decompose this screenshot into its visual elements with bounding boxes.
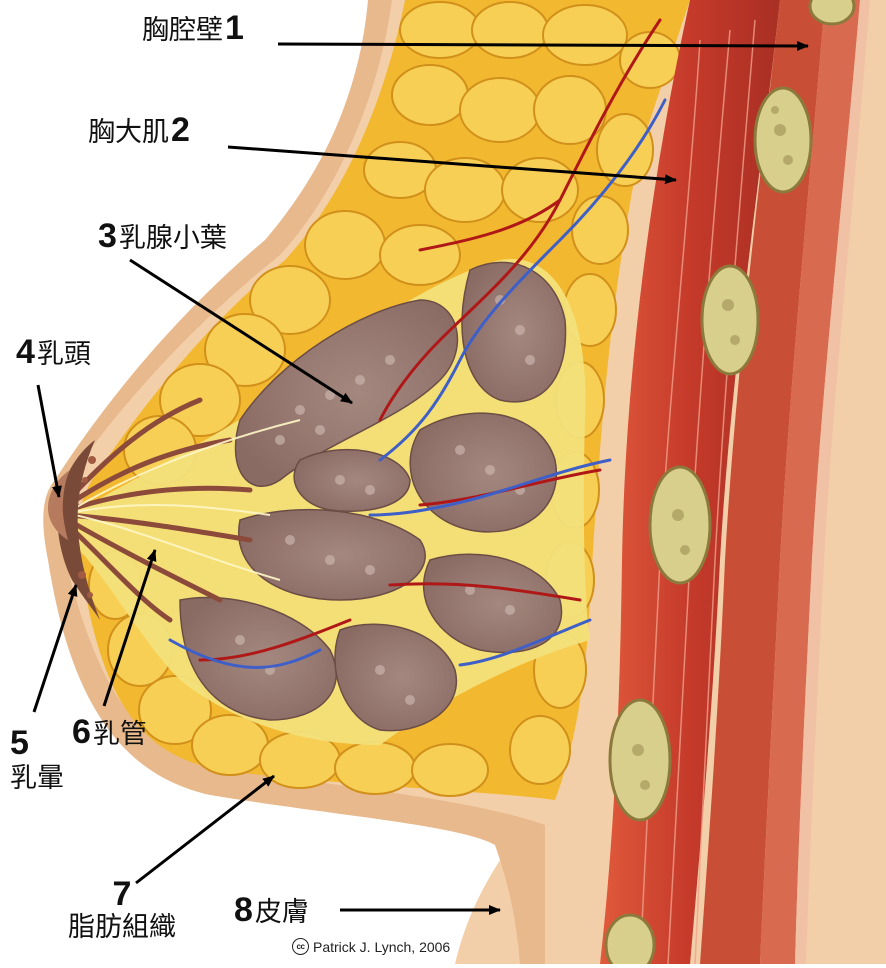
credit-text: Patrick J. Lynch, 2006 (313, 938, 451, 955)
arrow-2 (227, 145, 677, 185)
label-areola: 5 乳暈 (10, 724, 64, 794)
arrow-5 (32, 584, 78, 713)
creative-commons-icon: cc (292, 938, 309, 955)
label-fat-text: 脂肪組織 (68, 912, 176, 944)
arrow-6 (102, 549, 157, 707)
label-lobules: 3 乳腺小葉 (98, 216, 227, 256)
areola (57, 440, 100, 620)
nipple (48, 470, 70, 540)
image-credit: cc Patrick J. Lynch, 2006 (292, 938, 450, 955)
label-chest-wall-number: 1 (225, 9, 244, 47)
chest-wall-strip (700, 0, 825, 964)
label-ducts: 6 乳管 (72, 712, 147, 752)
label-skin-text: 皮膚 (254, 897, 309, 928)
ribs (604, 0, 856, 968)
milk-ducts (65, 397, 253, 623)
arrow-1 (277, 40, 809, 51)
veins (168, 98, 667, 669)
arrow-4 (36, 384, 62, 498)
label-ducts-number: 6 (72, 713, 91, 751)
label-ducts-text: 乳管 (92, 719, 147, 750)
label-nipple: 4 乳頭 (16, 332, 91, 372)
label-lobules-number: 3 (98, 217, 117, 255)
arteries (198, 18, 662, 662)
pointer-arrows (32, 40, 809, 915)
arrow-7 (135, 774, 275, 885)
label-areola-text: 乳暈 (10, 763, 64, 795)
label-fat: 7 脂肪組織 (52, 875, 192, 944)
label-chest-wall-text: 胸腔壁 (142, 15, 223, 46)
label-pectoralis-text: 胸大肌 (88, 117, 169, 148)
label-pectoralis: 胸大肌 2 (88, 110, 190, 150)
label-lobules-text: 乳腺小葉 (118, 223, 227, 254)
label-pectoralis-number: 2 (171, 111, 190, 149)
label-skin: 8 皮膚 (234, 890, 309, 930)
label-areola-number: 5 (10, 724, 29, 762)
arrow-3 (129, 258, 353, 405)
label-nipple-number: 4 (16, 333, 35, 371)
label-chest-wall: 胸腔壁 1 (142, 8, 244, 48)
label-skin-number: 8 (234, 891, 253, 929)
label-nipple-text: 乳頭 (36, 339, 91, 370)
label-fat-number: 7 (112, 875, 132, 913)
